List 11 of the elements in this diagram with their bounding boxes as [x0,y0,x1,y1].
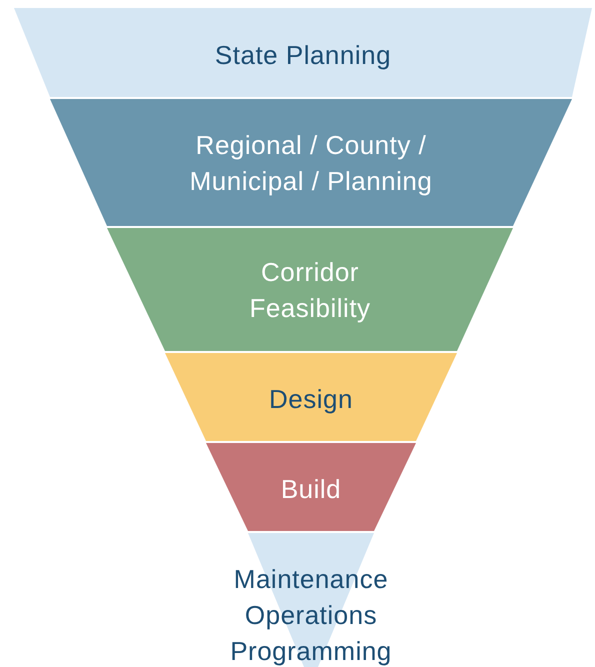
stage-label: Regional / County / Municipal / Planning [188,129,434,198]
stage-label: State Planning [214,39,392,72]
funnel-stage [50,99,572,226]
stage-label: Design [268,383,354,416]
stage-label: Build [280,473,342,506]
funnel-stage [206,443,416,531]
funnel-stage [107,228,513,351]
stage-label: Corridor Feasibility [248,256,372,325]
funnel-stage [14,8,592,97]
stage-label: Maintenance Operations Programming [229,563,393,667]
funnel-stage [165,353,457,441]
